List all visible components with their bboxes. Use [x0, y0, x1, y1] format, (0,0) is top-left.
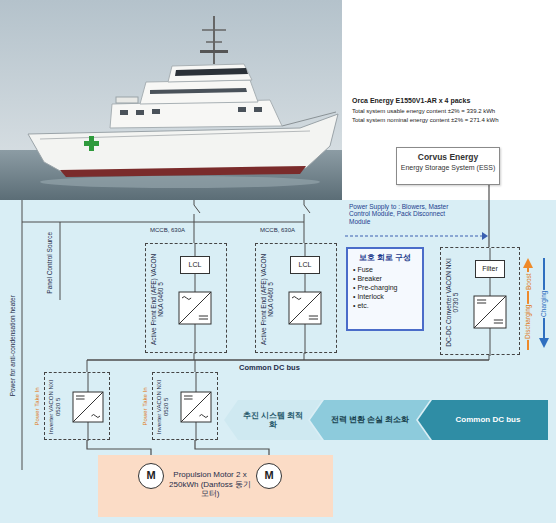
connector-line — [488, 185, 489, 247]
vertical-label: Active Front End (AFE) VACON NXA 0460 5 — [150, 250, 165, 348]
panel-ground — [0, 200, 556, 523]
wiring — [22, 200, 489, 470]
breaker-label: MCCB, 630A — [260, 227, 295, 234]
storage-box: Corvus EnergyEnergy Storage System (ESS) — [396, 147, 500, 185]
converter-box: Active Front End (AFE) VACON NXA 0460 5 L… — [145, 243, 227, 353]
motor-label: Propulsion Motor 2 x 250kWh (Danfoss 동기 … — [168, 470, 252, 499]
filter-box: LCL — [180, 256, 210, 274]
converter-box: DC-DC Converter VACON NXI 0730 5 Filter — [440, 247, 520, 355]
filter-box: LCL — [290, 256, 320, 274]
list-item: • Fuse — [353, 265, 417, 274]
chevron-arrow: 추진 시스템 최적화 — [224, 400, 322, 440]
inverter-symbol — [153, 373, 219, 441]
power-supply-arrow — [345, 232, 488, 240]
motor-symbol: M — [256, 463, 282, 489]
flow-label: Discharging — [524, 303, 531, 339]
flow-label: Boost — [524, 272, 531, 291]
motor-letter: M — [139, 464, 163, 487]
spec-note: Total system nominal energy content ±2% … — [352, 117, 499, 124]
charge-discharge-arrows — [523, 258, 549, 350]
box-label: Energy Storage System (ESS) — [400, 164, 496, 172]
protection-box: 보호 회로 구성 • Fuse• Breaker• Pre-charging• I… — [346, 247, 424, 331]
spec-note: Orca Energy E1550V1-AR x 4 packs — [352, 97, 470, 105]
wire-label: Power for anti-condensation heater — [8, 295, 15, 396]
list-item: • Breaker — [353, 274, 417, 283]
flow-label: Charging — [540, 289, 547, 317]
chevron-arrow: Common DC bus — [418, 400, 548, 440]
breaker-label: MCCB, 630A — [150, 227, 185, 234]
chevron-arrow: 전력 변환 손실 최소화 — [310, 400, 430, 440]
box-label: LCL — [291, 257, 319, 273]
filter-box: Filter — [475, 260, 505, 278]
motor-panel: Propulsion Motor 2 x 250kWh (Danfoss 동기 … — [98, 455, 333, 517]
vertical-label: DC-DC Converter VACON NXI 0730 5 — [445, 254, 460, 350]
supply-note: Power Supply to : Blowers, Master Contro… — [349, 203, 467, 225]
bus-label: Common DC bus — [238, 364, 301, 373]
vertical-label: Inverter VACON NXI 0520 5 — [156, 376, 170, 438]
flow-label: Power Take In — [34, 387, 41, 425]
inverter-box: Inverter VACON NXI 0520 5 — [44, 372, 110, 440]
vertical-label: Active Front End (AFE) VACON NXA 0460 5 — [260, 250, 275, 348]
box-label: LCL — [181, 257, 209, 273]
inverter-box: Inverter VACON NXI 0520 5 — [152, 372, 218, 440]
chevron-label: Common DC bus — [433, 400, 543, 440]
list-item: • Pre-charging — [353, 283, 417, 292]
converter-box: Active Front End (AFE) VACON NXA 0460 5 L… — [255, 243, 337, 353]
motor-letter: M — [257, 464, 281, 487]
chevron-label: 전력 변환 손실 최소화 — [325, 400, 415, 440]
wire-label: Panel Control Source — [46, 231, 53, 293]
chevron-label: 추진 시스템 최적화 — [239, 400, 307, 440]
vertical-label: Inverter VACON NXI 0520 5 — [48, 376, 62, 438]
list-item: • etc. — [353, 301, 417, 310]
list-item: • Interlock — [353, 292, 417, 301]
brand-name: Corvus Energy — [400, 152, 496, 162]
inverter-symbol — [45, 373, 111, 441]
spec-note: Total system usable energy content ±2% =… — [352, 108, 495, 115]
box-label: Filter — [476, 261, 504, 277]
flow-label: Power Take In — [142, 387, 149, 425]
box-heading: 보호 회로 구성 — [353, 253, 417, 262]
motor-symbol: M — [138, 463, 164, 489]
ship-photo — [0, 0, 342, 200]
